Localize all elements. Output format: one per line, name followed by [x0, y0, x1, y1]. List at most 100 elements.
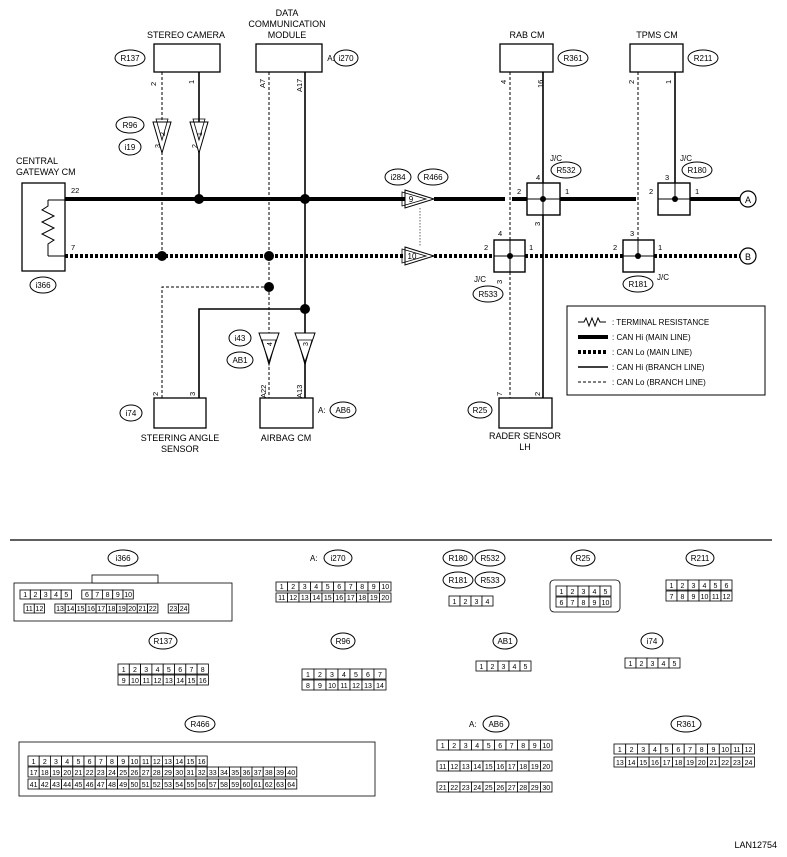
pin-number-R211: 12 — [723, 594, 731, 601]
face-title-r96 — [330, 632, 356, 650]
pin-number-R466: 37 — [254, 770, 262, 777]
pin-number-R180_R532_R181_R533: 4 — [486, 599, 490, 606]
airbag-cm-box — [259, 397, 314, 429]
pin-number-i366: 22 — [149, 606, 157, 613]
pin-number-R361: 21 — [710, 760, 718, 767]
pin-number-R180_R532_R181_R533: 2 — [464, 599, 468, 606]
pin-number-i366: 23 — [169, 606, 177, 613]
pin-j10: 10 — [408, 252, 417, 261]
pin-i19-3: 3 — [155, 144, 162, 148]
pin-number-R466: 64 — [287, 782, 295, 789]
pin-number-R211: 9 — [692, 594, 696, 601]
i43-tri-hi-in — [297, 339, 313, 367]
conn-i74 — [119, 404, 143, 422]
pin-j9: 9 — [409, 195, 414, 204]
pin-number-AB6: 16 — [496, 764, 504, 771]
pin-number-R361: 4 — [653, 747, 657, 754]
pin-number-R96: 5 — [354, 672, 358, 679]
pin-number-AB6: 28 — [519, 785, 527, 792]
pin-number-R466: 32 — [198, 770, 206, 777]
conn-ab6-label: AB6 — [335, 406, 351, 415]
pin-cell-R466 — [285, 778, 298, 790]
pin-number-R466: 58 — [220, 782, 228, 789]
pin-number-R361: 23 — [733, 760, 741, 767]
pin-cell-i366 — [122, 589, 134, 600]
pin-number-R96: 4 — [342, 672, 346, 679]
pin-number-R466: 2 — [43, 759, 47, 766]
pin-number-R466: 56 — [198, 782, 206, 789]
pin-number-R466: 11 — [142, 759, 149, 766]
splice-dot-2 — [300, 194, 310, 204]
r466-hi-tri — [404, 189, 436, 209]
steering-sensor-box — [153, 397, 207, 429]
pin-sc1: 1 — [187, 80, 196, 84]
pin-number-i270: 15 — [324, 595, 332, 602]
pin-number-R180_R532_R181_R533: 3 — [475, 599, 479, 606]
i43-tri-lo — [258, 332, 280, 364]
pin-number-i366: 13 — [56, 606, 64, 613]
pin-number-i366: 12 — [36, 606, 44, 613]
face-title-r25-label: R25 — [576, 554, 591, 563]
face-title-i366 — [107, 549, 139, 567]
pin-gw22: 22 — [71, 186, 79, 195]
pin-number-i366: 5 — [64, 592, 68, 599]
conn-i270 — [333, 49, 359, 67]
pin-number-R361: 7 — [688, 747, 692, 754]
pin-number-R96: 10 — [328, 683, 336, 690]
conn-r25 — [467, 401, 493, 419]
pin-number-i366: 3 — [44, 592, 48, 599]
pin-number-R211: 5 — [714, 583, 718, 590]
face-frame-i366 — [13, 582, 233, 622]
face-title-r466 — [184, 715, 216, 733]
pin-number-R361: 16 — [651, 760, 659, 767]
face-title-i366-label: i366 — [115, 554, 131, 563]
pin-number-AB6: 7 — [510, 743, 514, 750]
pin-sc2: 2 — [149, 82, 158, 86]
pin-tp2: 2 — [627, 80, 636, 84]
pin-number-i366: 14 — [66, 606, 74, 613]
r96-tri-hi — [189, 121, 209, 155]
pin-number-R137: 13 — [165, 678, 173, 685]
pin-cell-R211 — [720, 590, 733, 602]
pin-jc4-1: 1 — [658, 243, 662, 252]
pin-number-i366: 15 — [77, 606, 85, 613]
pin-number-AB6: 27 — [508, 785, 516, 792]
pin-number-R466: 19 — [52, 770, 60, 777]
pin-cell-R466 — [195, 755, 208, 767]
pin-number-AB6: 15 — [485, 764, 493, 771]
pin-number-R466: 60 — [243, 782, 251, 789]
conn-r181-label: R181 — [628, 280, 648, 289]
steer-lo-branch — [161, 286, 269, 398]
pin-number-i270: 16 — [335, 595, 343, 602]
face-title-r180-label: R180 — [448, 554, 468, 563]
pin-cell-R211 — [720, 579, 733, 591]
pin-cell-AB1 — [519, 660, 532, 672]
face-title-r137-label: R137 — [153, 637, 173, 646]
pin-number-i366: 19 — [118, 606, 126, 613]
pin-number-R137: 11 — [143, 678, 150, 685]
r96-tri-lo-in — [155, 118, 169, 142]
face-key-i366 — [91, 574, 159, 584]
conn-r137 — [114, 49, 146, 67]
pin-number-R466: 63 — [276, 782, 284, 789]
i43-tri-lo-in — [261, 339, 277, 367]
pin-number-R137: 3 — [144, 667, 148, 674]
pin-cell-i270 — [379, 581, 392, 592]
face-title-r532 — [474, 549, 506, 567]
legend-terminal: : TERMINAL RESISTANCE — [612, 318, 709, 327]
pin-number-AB6: 25 — [485, 785, 493, 792]
pin-number-R466: 1 — [32, 759, 36, 766]
central-gw-box — [21, 182, 66, 272]
pin-number-R466: 52 — [153, 782, 161, 789]
conn-r466-label: R466 — [423, 173, 443, 182]
pin-number-i366: 1 — [23, 592, 27, 599]
pin-number-R96: 6 — [366, 672, 370, 679]
pin-number-R466: 40 — [287, 770, 295, 777]
pin-number-R466: 49 — [119, 782, 127, 789]
pin-number-R25: 2 — [571, 589, 575, 596]
face-title-r361-label: R361 — [676, 720, 696, 729]
pin-number-R96: 1 — [306, 672, 310, 679]
pin-number-R361: 12 — [745, 747, 753, 754]
pin-number-i366: 4 — [54, 592, 58, 599]
pin-number-R96: 13 — [364, 683, 372, 690]
